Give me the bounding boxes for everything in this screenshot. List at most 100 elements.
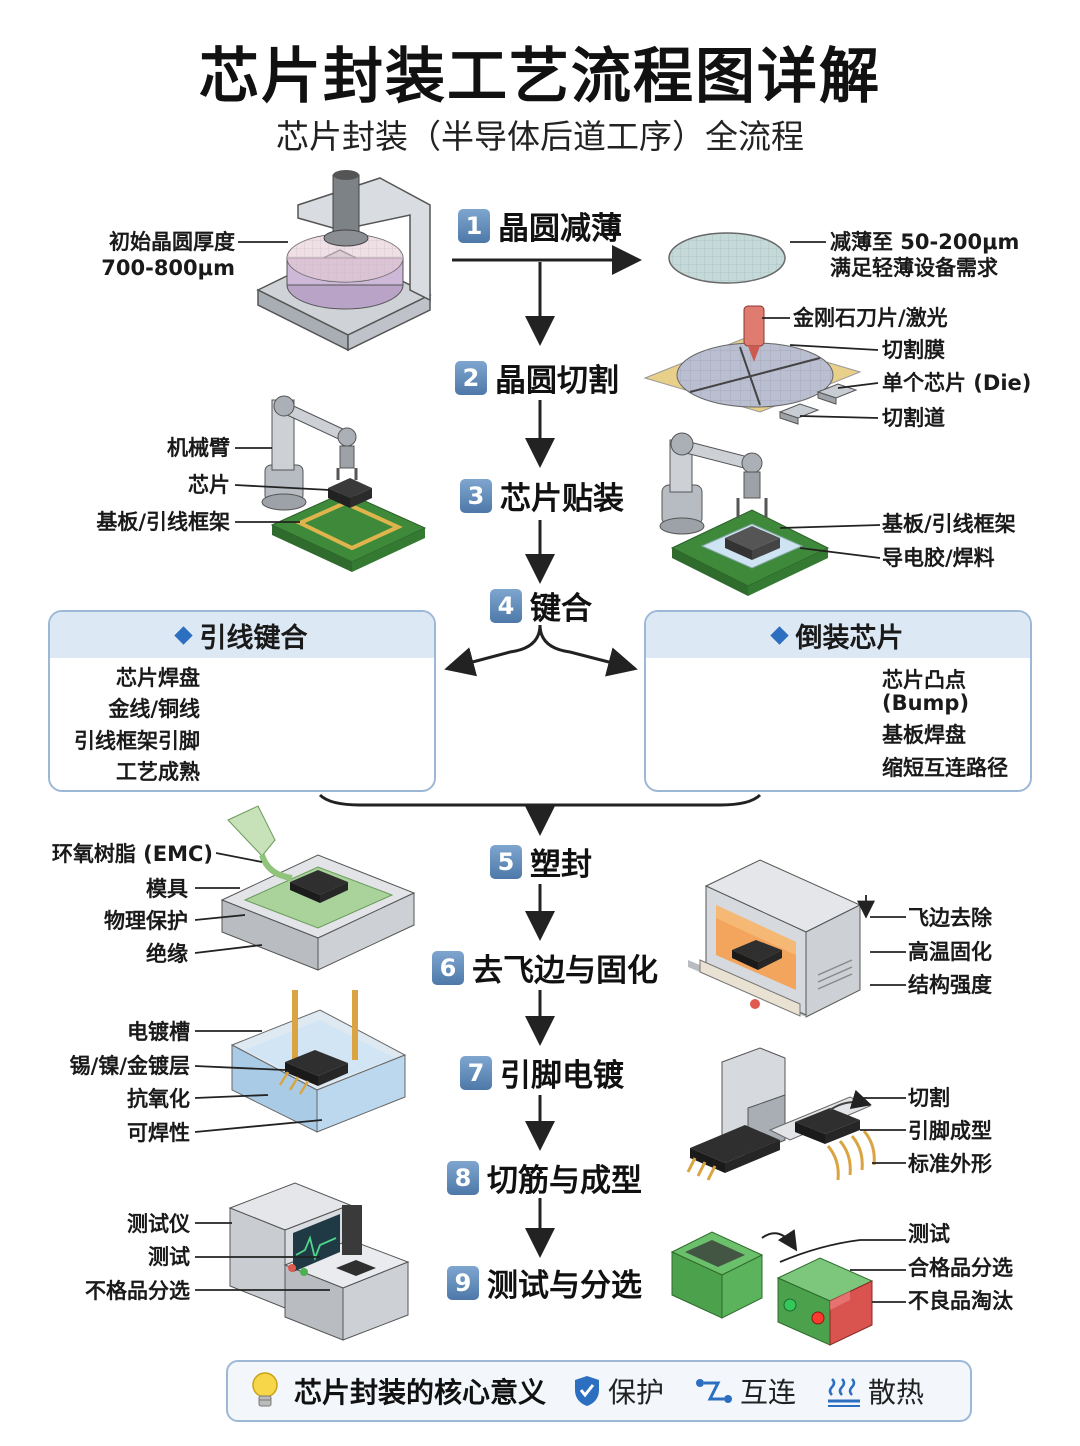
step-label: 测试与分选 <box>487 1268 642 1304</box>
footer-title: 芯片封装的核心意义 <box>294 1376 547 1409</box>
step-number-badge: 1 <box>458 208 490 243</box>
attach-right-adhesive: 导电胶/焊料 <box>882 546 995 570</box>
step-8: 8 切筋与成型 <box>447 1155 642 1200</box>
molding-icon <box>220 805 416 971</box>
step-7: 7 引脚电镀 <box>460 1050 624 1095</box>
step-6: 6 去飞边与固化 <box>432 945 658 990</box>
step-number-badge: 5 <box>490 844 522 879</box>
sort-label-fail: 不良品淘汰 <box>908 1289 1013 1313</box>
deflash-label-strength: 结构强度 <box>908 973 992 997</box>
deflash-label-cure: 高温固化 <box>908 940 992 964</box>
plating-label-solder: 可焊性 <box>127 1121 190 1145</box>
plating-label-antiox: 抗氧化 <box>127 1087 190 1111</box>
diamond-icon <box>769 625 789 645</box>
oven-icon <box>688 859 862 1018</box>
sorting-bins-icon <box>670 1229 874 1346</box>
step-number-badge: 3 <box>460 478 492 513</box>
wire-bond-panel: 引线键合 <box>48 610 436 792</box>
robot-arm-right-icon <box>659 432 830 596</box>
step-number-badge: 8 <box>447 1160 479 1195</box>
deflash-label-remove: 飞边去除 <box>908 906 992 930</box>
connect-icon <box>696 1379 733 1403</box>
tester-label-reject: 不格品分选 <box>85 1279 190 1303</box>
attach-right-substrate: 基板/引线框架 <box>882 512 1016 536</box>
trim-label-form: 引脚成型 <box>908 1119 992 1143</box>
attach-left-chip: 芯片 <box>188 473 230 497</box>
step-label: 切筋与成型 <box>487 1163 642 1199</box>
step-4: 4 键合 <box>490 583 592 628</box>
thinning-press-icon <box>256 170 432 352</box>
thin-wafer-icon <box>668 232 786 284</box>
plating-label-tank: 电镀槽 <box>127 1020 190 1044</box>
footer-item-label: 散热 <box>868 1376 925 1409</box>
label-line: 初始晶圆厚度 <box>109 230 235 254</box>
tester-label-instrument: 测试仪 <box>127 1212 190 1236</box>
trim-label-standard: 标准外形 <box>908 1152 992 1176</box>
step-number-badge: 4 <box>490 588 522 623</box>
footer-item-label: 互连 <box>740 1376 797 1409</box>
step-1: 1 晶圆减薄 <box>458 203 622 248</box>
tester-label-test: 测试 <box>148 1245 190 1269</box>
page-subtitle: 芯片封装（半导体后道工序）全流程 <box>276 117 804 156</box>
flip-chip-panel: 倒装芯片 <box>644 610 1032 792</box>
label-line: 满足轻薄设备需求 <box>830 256 998 280</box>
flip-chip-label-pad: 基板焊盘 <box>882 723 966 747</box>
step-2: 2 晶圆切割 <box>455 355 619 400</box>
wire-bond-label-lead: 引线框架引脚 <box>74 729 200 753</box>
dicing-label-blade: 金刚石刀片/激光 <box>793 306 948 330</box>
step-label: 去飞边与固化 <box>472 953 658 989</box>
step-label: 塑封 <box>530 847 592 883</box>
page-title: 芯片封装工艺流程图详解 <box>199 42 881 112</box>
trim-form-icon <box>686 1047 876 1181</box>
dicing-label-street: 切割道 <box>882 406 945 430</box>
dicing-icon <box>643 305 862 425</box>
wire-bond-label-pad: 芯片焊盘 <box>116 666 200 690</box>
step-5: 5 塑封 <box>490 839 592 884</box>
footer-item-label: 保护 <box>608 1376 665 1409</box>
dicing-label-tape: 切割膜 <box>882 338 945 362</box>
flip-chip-label-bump: 芯片凸点 (Bump) <box>882 669 969 715</box>
step-label: 晶圆减薄 <box>498 211 622 247</box>
step-label: 芯片贴装 <box>500 481 624 517</box>
footer-summary: 芯片封装的核心意义 保护 互连 散热 <box>226 1360 972 1422</box>
diamond-icon <box>173 625 193 645</box>
lightbulb-icon <box>252 1372 278 1407</box>
flip-chip-label-short: 缩短互连路径 <box>882 756 1008 780</box>
step-9: 9 测试与分选 <box>447 1260 642 1305</box>
label-line: 芯片凸点 <box>882 668 966 692</box>
trim-label-cut: 切割 <box>908 1086 950 1110</box>
step-3: 3 芯片贴装 <box>460 473 624 518</box>
step-number-badge: 7 <box>460 1055 492 1090</box>
step-label: 键合 <box>530 591 592 627</box>
dicing-label-die: 单个芯片 (Die) <box>882 371 1032 395</box>
step-number-badge: 9 <box>447 1265 479 1300</box>
step-label: 引脚电镀 <box>500 1058 624 1094</box>
wire-bond-label-wire: 金线/铜线 <box>108 697 200 721</box>
molding-label-insulate: 绝缘 <box>146 942 188 966</box>
plating-tank-icon <box>230 990 407 1133</box>
wire-bond-panel-header: 引线键合 <box>50 612 434 658</box>
heat-icon <box>828 1378 861 1407</box>
flip-chip-panel-header: 倒装芯片 <box>646 612 1030 658</box>
molding-label-protect: 物理保护 <box>104 909 188 933</box>
molding-label-mold: 模具 <box>146 877 188 901</box>
footer-item-interconnect: 互连 <box>694 1371 796 1411</box>
plating-label-layer: 锡/镍/金镀层 <box>69 1054 190 1078</box>
step-label: 晶圆切割 <box>495 363 619 399</box>
thinning-right-label: 减薄至 50-200μm 满足轻薄设备需求 <box>830 229 1019 281</box>
footer-item-protect: 保护 <box>572 1371 664 1411</box>
wire-bond-label-mature: 工艺成熟 <box>116 760 200 784</box>
label-line: 减薄至 50-200μm <box>830 230 1020 254</box>
step-number-badge: 2 <box>455 360 487 395</box>
footer-item-heat: 散热 <box>826 1371 924 1411</box>
flow-arrows <box>318 245 762 1258</box>
flip-chip-title: 倒装芯片 <box>795 622 904 654</box>
robot-arm-left-icon <box>261 395 427 572</box>
wire-bond-title: 引线键合 <box>199 622 308 654</box>
tester-icon <box>228 1182 410 1341</box>
molding-label-emc: 环氧树脂 (EMC) <box>51 842 213 866</box>
label-line: (Bump) <box>882 691 970 715</box>
attach-left-substrate: 基板/引线框架 <box>96 510 230 534</box>
step-number-badge: 6 <box>432 950 464 985</box>
attach-left-arm: 机械臂 <box>167 436 230 460</box>
